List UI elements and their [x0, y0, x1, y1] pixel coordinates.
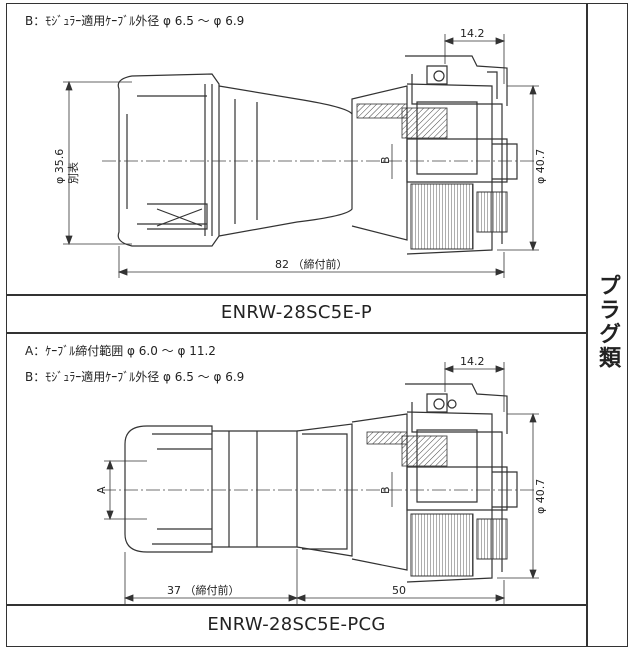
- divider: [7, 294, 586, 296]
- model-name-p: ENRW-28SC5E-P: [220, 302, 373, 323]
- cable-clamp-range-note: A：ｹｰﾌﾞﾙ締付範囲 φ 6.0 ～ φ 11.2: [25, 344, 216, 358]
- connector-drawing-p: 14.2 φ 35.6 別表 φ 40.7 B 82 （締付前）: [53, 27, 547, 278]
- dim-14-2: 14.2: [460, 27, 485, 40]
- dim-diameter-35-6: φ 35.6: [53, 149, 66, 184]
- category-label: プラグ類: [595, 274, 620, 370]
- dim-50: 50: [392, 584, 406, 597]
- dim-diameter-40-7: φ 40.7: [534, 479, 547, 514]
- drawing-panel-pcg: A：ｹｰﾌﾞﾙ締付範囲 φ 6.0 ～ φ 11.2 B：ﾓｼﾞｭﾗｰ適用ｹｰﾌ…: [7, 334, 586, 604]
- divider: [7, 604, 586, 606]
- divider: [7, 332, 586, 334]
- drawing-sheet: B：ﾓｼﾞｭﾗｰ適用ｹｰﾌﾞﾙ外径 φ 6.5 ～ φ 6.9: [6, 3, 628, 647]
- cable-diameter-note: B：ﾓｼﾞｭﾗｰ適用ｹｰﾌﾞﾙ外径 φ 6.5 ～ φ 6.9: [25, 14, 245, 28]
- connector-drawing-pcg: 14.2 A B φ 40.7 37 （締付前） 50: [95, 355, 547, 604]
- cable-diameter-note: B：ﾓｼﾞｭﾗｰ適用ｹｰﾌﾞﾙ外径 φ 6.5 ～ φ 6.9: [25, 370, 245, 384]
- dim-diameter-40-7: φ 40.7: [534, 149, 547, 184]
- dim-b: B: [379, 156, 392, 164]
- model-name-pcg: ENRW-28SC5E-PCG: [207, 614, 386, 635]
- dim-37: 37 （締付前）: [167, 583, 240, 597]
- dim-82: 82 （締付前）: [275, 257, 348, 271]
- dim-b: B: [379, 486, 392, 494]
- column-divider: [586, 4, 588, 646]
- dim-separate-table: 別表: [66, 162, 80, 184]
- drawing-panel-p: B：ﾓｼﾞｭﾗｰ適用ｹｰﾌﾞﾙ外径 φ 6.5 ～ φ 6.9: [7, 4, 586, 294]
- dim-a: A: [95, 486, 108, 494]
- dim-14-2: 14.2: [460, 355, 485, 368]
